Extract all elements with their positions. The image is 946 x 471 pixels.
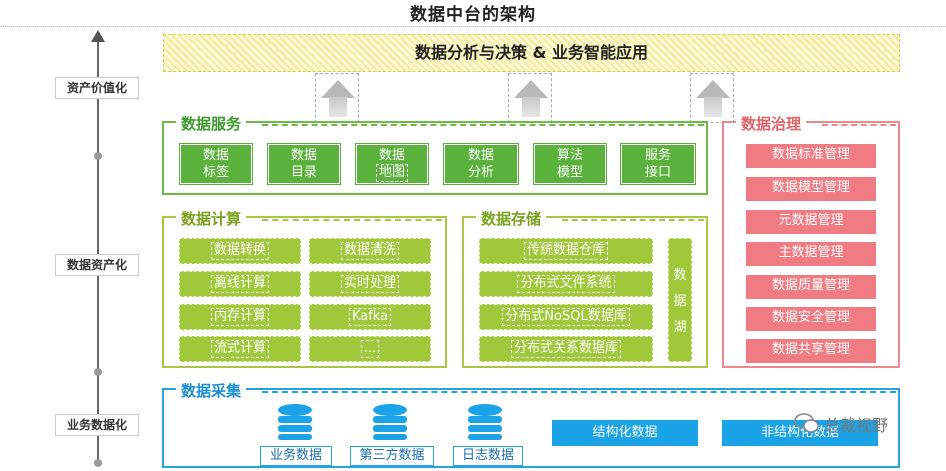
governance-item: 数据共享管理 <box>746 339 876 363</box>
compute-item: 离线计算 <box>179 271 301 297</box>
service-data-catalog: 数据目录 <box>267 143 341 185</box>
top-divider <box>0 26 946 27</box>
service-data-map: 数据地图 <box>355 143 429 185</box>
storage-item: 传统数据仓库 <box>479 238 653 264</box>
data-collection-title: 数据采集 <box>176 380 247 402</box>
storage-item: 分布式NoSQL数据库 <box>479 304 653 330</box>
compute-item: 数据转换 <box>179 238 301 264</box>
source-third-party-data: 第三方数据 <box>350 446 434 466</box>
governance-item: 数据质量管理 <box>746 275 876 299</box>
wechat-icon <box>794 413 819 433</box>
governance-divider <box>822 124 896 126</box>
database-icon <box>468 404 502 440</box>
compute-divider <box>262 219 442 221</box>
up-arrow-icon <box>508 73 552 123</box>
arrow-up-icon <box>91 30 105 42</box>
service-data-tags: 数据标签 <box>179 143 253 185</box>
compute-item: 内存计算 <box>179 304 301 330</box>
axis-dot <box>94 459 102 467</box>
structured-data: 结构化数据 <box>552 420 698 446</box>
governance-item: 数据标准管理 <box>746 144 876 168</box>
data-compute-title: 数据计算 <box>176 208 247 230</box>
compute-item: Kafka <box>309 304 431 330</box>
database-icon <box>373 404 407 440</box>
data-lake: 数据湖 <box>668 238 692 362</box>
data-storage-title: 数据存储 <box>476 208 547 230</box>
compute-item: ... <box>309 336 431 362</box>
page-title: 数据中台的架构 <box>410 5 536 25</box>
source-business-data: 业务数据 <box>260 446 332 466</box>
governance-item: 数据安全管理 <box>746 307 876 331</box>
up-arrow-icon <box>690 73 734 123</box>
governance-item: 主数据管理 <box>746 242 876 266</box>
axis-dot <box>94 152 102 160</box>
axis-label-asset-value: 资产价值化 <box>55 77 139 99</box>
database-icon <box>278 404 312 440</box>
axis-label-data-asset: 数据资产化 <box>55 254 139 276</box>
source-log-data: 日志数据 <box>453 446 523 466</box>
services-divider <box>262 124 704 126</box>
governance-item: 数据模型管理 <box>746 177 876 201</box>
compute-item: 实时处理 <box>309 271 431 297</box>
application-banner: 数据分析与决策 & 业务智能应用 <box>163 34 900 72</box>
service-data-analysis: 数据分析 <box>443 143 519 185</box>
axis-dot <box>94 368 102 376</box>
service-api: 服务接口 <box>620 143 696 185</box>
data-services-panel <box>162 121 708 195</box>
watermark-text: 总裁视野 <box>824 416 889 435</box>
storage-divider <box>562 219 704 221</box>
axis-label-business-data: 业务数据化 <box>55 414 139 436</box>
up-arrow-icon <box>315 73 359 123</box>
collection-divider <box>262 391 896 393</box>
storage-item: 分布式文件系统 <box>479 271 653 297</box>
data-governance-title: 数据治理 <box>736 113 807 135</box>
compute-item: 流式计算 <box>179 336 301 362</box>
governance-item: 元数据管理 <box>746 210 876 234</box>
compute-item: 数据清洗 <box>309 238 431 264</box>
value-axis-line <box>97 40 99 465</box>
storage-item: 分布式关系数据库 <box>479 336 653 362</box>
data-services-title: 数据服务 <box>176 113 247 135</box>
unstructured-data: 非结构化数据 <box>722 420 878 446</box>
service-algorithm-model: 算法模型 <box>533 143 607 185</box>
